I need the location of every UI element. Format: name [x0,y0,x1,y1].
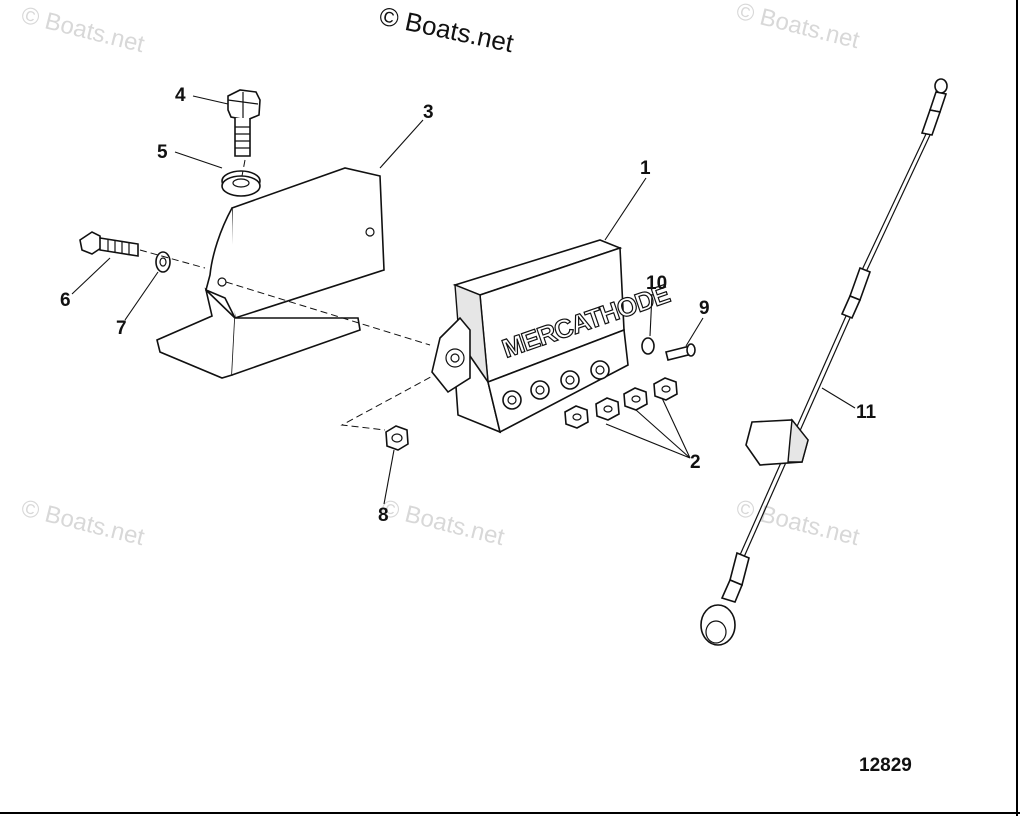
callout-numbers: 1 2 3 4 5 6 7 8 9 10 11 [60,85,877,526]
small-washer-part [155,251,171,273]
faint-watermarks: © Boats.net © Boats.net © Boats.net © Bo… [19,0,863,551]
watermark-top-left: © Boats.net [19,2,148,59]
callout-10: 10 [646,273,667,294]
washer-part [221,170,261,197]
callout-6: 6 [60,290,71,311]
bracket-part [156,167,385,379]
callout-1: 1 [640,158,651,179]
callout-11: 11 [856,402,877,423]
callout-8: 8 [378,505,389,526]
hex-nuts-part [564,377,678,429]
assembly-dashed-lines [139,159,441,431]
drawing-number: 12829 [859,755,912,776]
screw-part [79,231,139,257]
frame-right-edge [1016,0,1018,816]
watermark-mid-right: © Boats.net [734,495,863,552]
bolt-part [227,89,261,157]
watermark-mid-left: © Boats.net [19,495,148,552]
leader-lines [71,95,856,505]
callout-4: 4 [175,85,186,106]
terminal-posts [502,360,610,410]
ground-wire-part [700,78,948,646]
watermark-top-right: © Boats.net [734,0,863,54]
watermark-mid-center: © Boats.net [379,495,508,552]
callout-9: 9 [699,298,710,319]
frame-bottom-edge [0,812,1020,814]
small-screw-part [665,343,696,361]
callout-7: 7 [116,318,127,339]
lock-nut-part [385,425,409,451]
spacer-part [641,337,655,355]
watermark-main: © Boats.net [377,1,517,59]
callout-5: 5 [157,142,168,163]
callout-2: 2 [690,452,701,473]
callout-3: 3 [423,102,434,123]
